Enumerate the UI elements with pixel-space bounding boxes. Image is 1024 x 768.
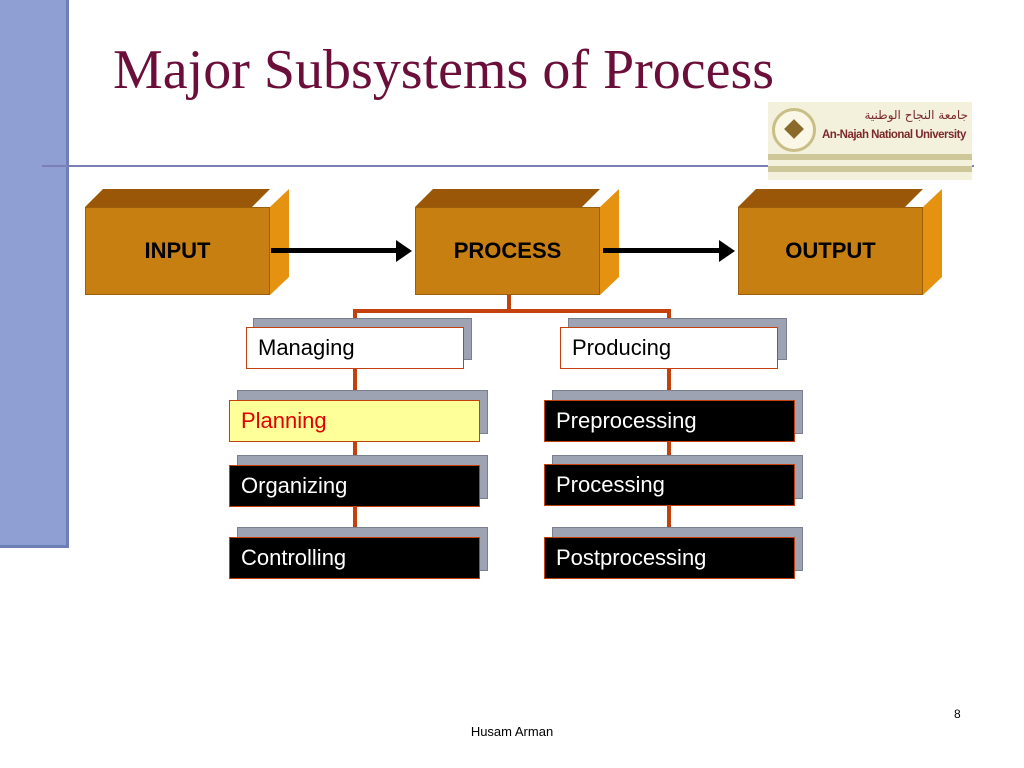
logo-stripe — [768, 166, 972, 172]
box-side-face — [270, 189, 289, 295]
controlling-box: Controlling — [229, 537, 480, 579]
managing-box: Managing — [246, 327, 464, 369]
preprocessing-box: Preprocessing — [544, 400, 795, 442]
planning-box: Planning — [229, 400, 480, 442]
processing-box: Processing — [544, 464, 795, 506]
left-decorative-bar — [0, 0, 69, 548]
box-side-face — [600, 189, 619, 295]
producing-box: Producing — [560, 327, 778, 369]
box-top-face — [415, 189, 600, 207]
connector-branch — [353, 309, 670, 313]
university-seal-icon — [772, 108, 816, 152]
output-label: OUTPUT — [785, 238, 876, 263]
arrow-process-to-output — [603, 248, 720, 253]
page-number: 8 — [954, 707, 961, 721]
university-name-arabic: جامعة النجاح الوطنية — [864, 108, 968, 122]
logo-stripe — [768, 154, 972, 160]
slide-title: Major Subsystems of Process — [113, 39, 775, 101]
arrow-input-to-process — [271, 248, 397, 253]
title-underline — [42, 165, 974, 167]
connector-process-stem — [507, 295, 511, 312]
input-box: INPUT — [85, 207, 270, 295]
process-label: PROCESS — [453, 238, 562, 263]
university-name-english: An-Najah National University — [822, 129, 966, 141]
process-box: PROCESS — [415, 207, 600, 295]
postprocessing-box: Postprocessing — [544, 537, 795, 579]
footer-author: Husam Arman — [470, 724, 554, 739]
box-top-face — [85, 189, 270, 207]
box-top-face — [738, 189, 923, 207]
arrow-head-icon — [719, 240, 735, 262]
organizing-box: Organizing — [229, 465, 480, 507]
input-label: INPUT — [144, 238, 211, 263]
arrow-head-icon — [396, 240, 412, 262]
box-side-face — [923, 189, 942, 295]
output-box: OUTPUT — [738, 207, 923, 295]
university-logo: جامعة النجاح الوطنية An-Najah National U… — [768, 102, 972, 180]
